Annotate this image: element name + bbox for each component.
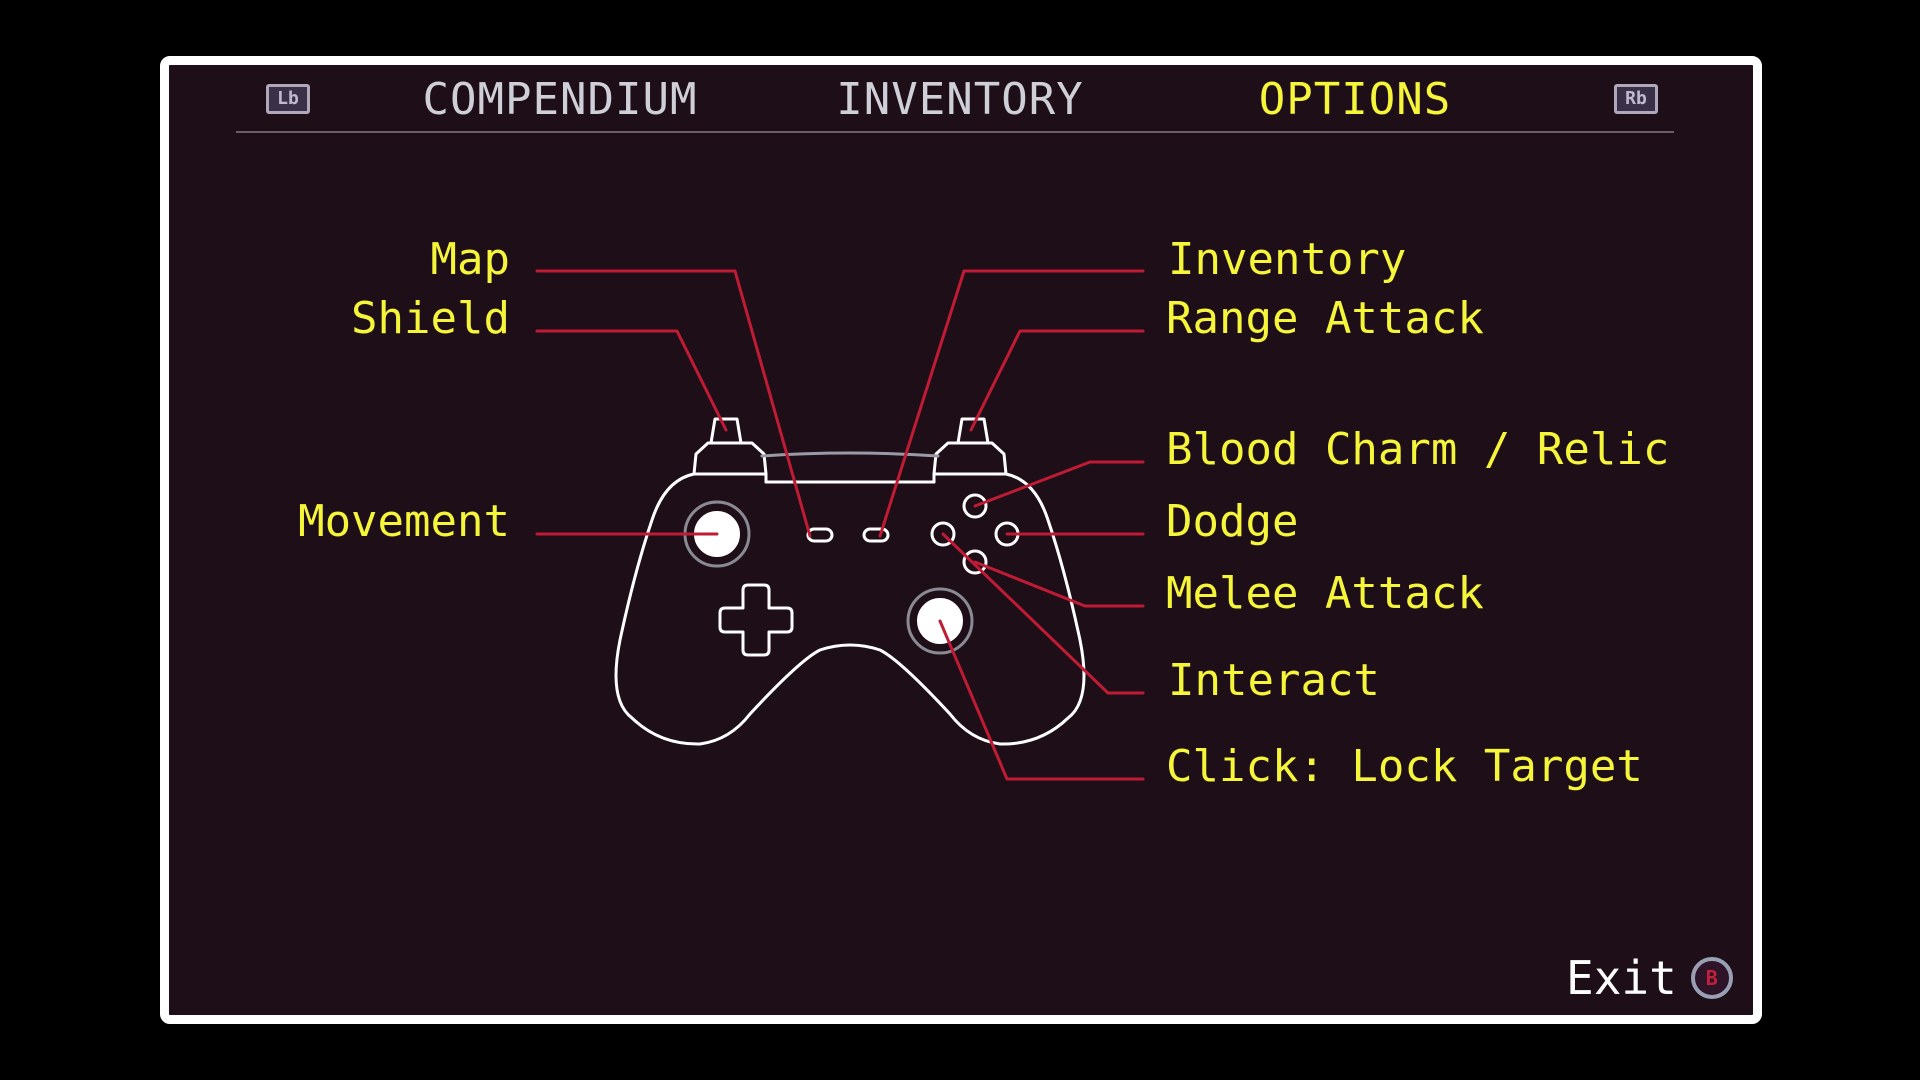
- rb-button-icon[interactable]: Rb: [1614, 84, 1658, 114]
- binding-label-range-attack: Range Attack: [1166, 293, 1484, 344]
- leader-range-attack: [969, 329, 1145, 432]
- dpad: [718, 583, 794, 657]
- binding-label-blood-charm: Blood Charm / Relic: [1166, 424, 1670, 475]
- b-button-icon: B: [1690, 957, 1733, 999]
- leader-map: [535, 269, 812, 538]
- right-trigger: [956, 417, 990, 445]
- right-bumper: [932, 441, 1008, 476]
- leader-interact: [941, 532, 1145, 695]
- tab-compendium[interactable]: COMPENDIUM: [422, 74, 698, 125]
- tab-divider: [236, 131, 1674, 133]
- left-bumper: [692, 441, 768, 476]
- binding-label-inventory: Inventory: [1168, 234, 1407, 285]
- exit-label: Exit: [1566, 951, 1677, 1005]
- view-button: [806, 527, 834, 543]
- tab-options[interactable]: OPTIONS: [1258, 74, 1452, 125]
- binding-label-interact: Interact: [1168, 655, 1380, 706]
- binding-label-shield: Shield: [351, 293, 510, 344]
- menu-button: [862, 527, 890, 543]
- leader-lock-target: [938, 619, 1145, 781]
- right-stick-ring: [906, 587, 974, 655]
- binding-label-movement: Movement: [298, 496, 510, 547]
- face-button-y: [962, 493, 988, 519]
- binding-label-lock-target: Click: Lock Target: [1166, 741, 1643, 792]
- binding-label-map: Map: [430, 234, 510, 285]
- top-bridge: [760, 451, 940, 458]
- leader-shield: [535, 329, 728, 432]
- binding-label-melee-attack: Melee Attack: [1166, 568, 1484, 619]
- leader-inventory: [878, 269, 1145, 538]
- leader-melee-attack: [973, 560, 1145, 608]
- binding-label-dodge: Dodge: [1166, 496, 1299, 547]
- face-button-x: [930, 521, 956, 547]
- leader-blood-charm: [973, 460, 1145, 508]
- options-panel: [160, 56, 1762, 1024]
- tab-inventory[interactable]: INVENTORY: [836, 74, 1084, 125]
- face-button-a: [962, 549, 988, 575]
- lb-button-icon[interactable]: Lb: [266, 84, 310, 114]
- left-trigger: [709, 417, 743, 445]
- exit-button[interactable]: Exit B: [1566, 949, 1733, 1007]
- controller-body: [614, 472, 1086, 746]
